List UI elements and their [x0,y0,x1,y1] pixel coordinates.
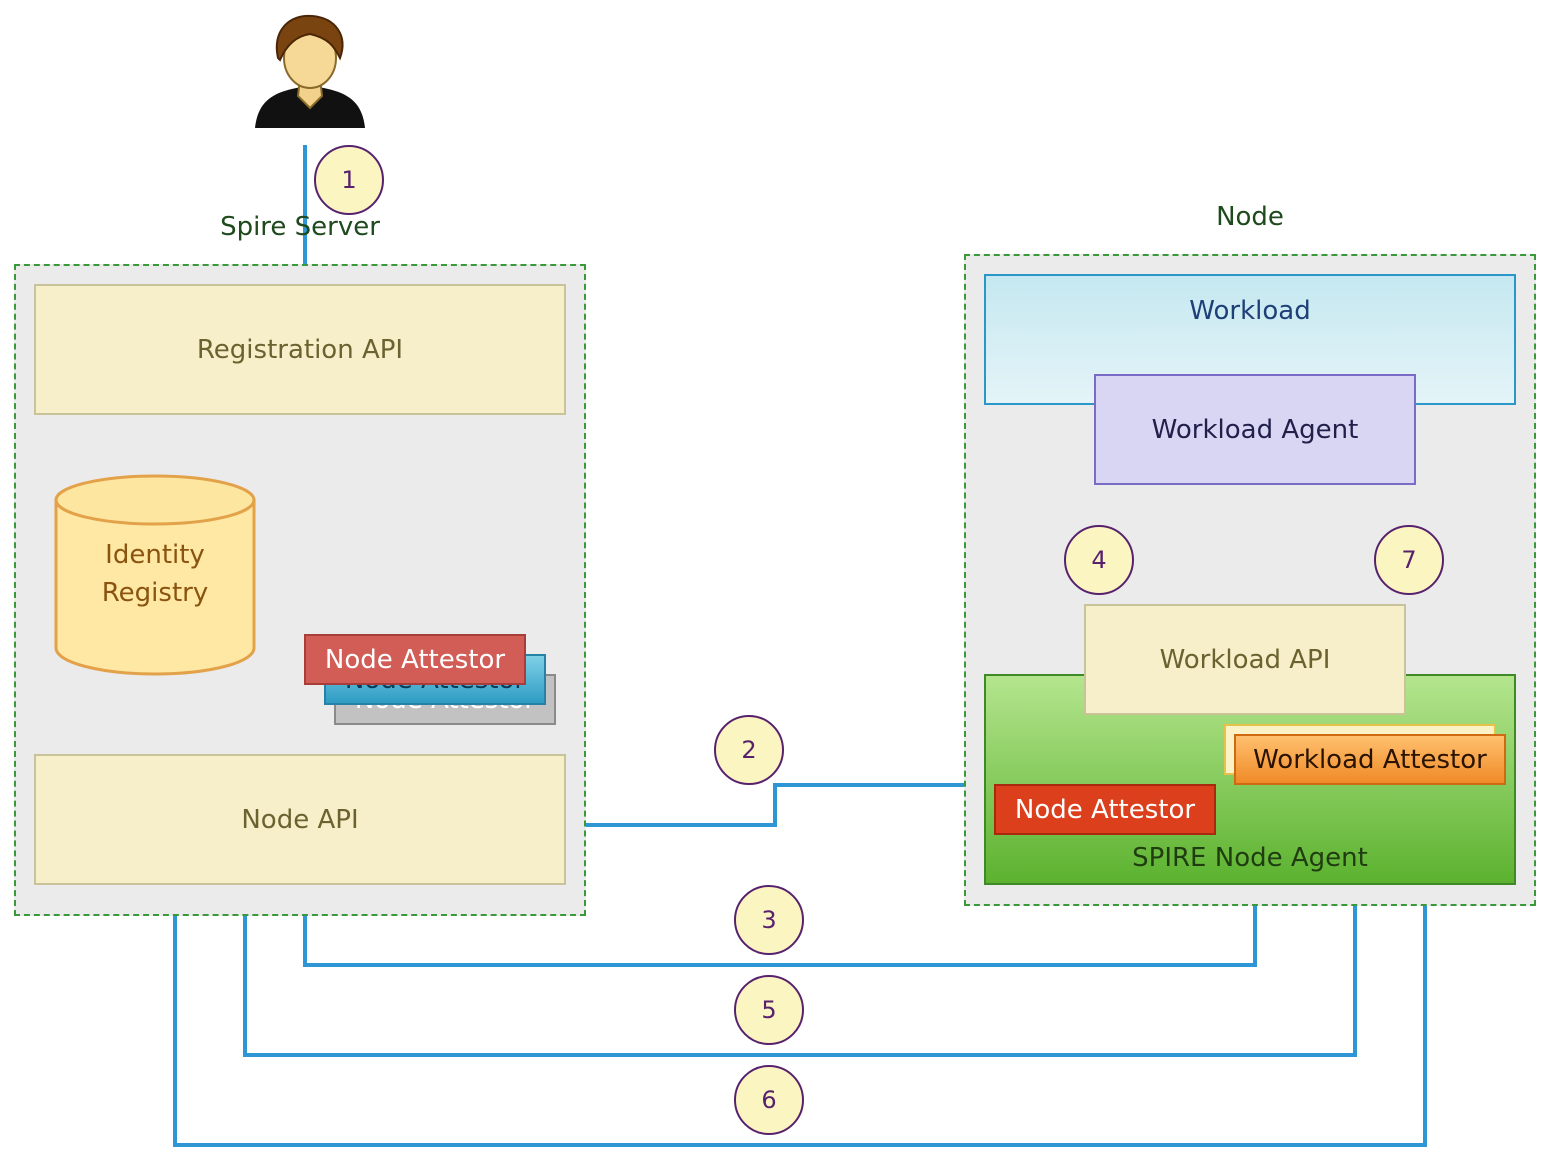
step-5-marker: 5 [734,975,804,1045]
step-4-marker: 4 [1064,525,1134,595]
node-attestor-server[interactable]: Node Attestor [304,634,526,685]
workload-api[interactable]: Workload API [1084,604,1406,715]
step-6-marker: 6 [734,1065,804,1135]
identity-registry-line2: Registry [101,578,209,608]
node-attestor-agent[interactable]: Node Attestor [994,784,1216,835]
identity-registry-line1: Identity [105,540,205,570]
user-icon [255,14,365,128]
registration-api[interactable]: Registration API [34,284,566,415]
step-1-marker: 1 [314,145,384,215]
database-icon [54,474,256,676]
spire-server-title: Spire Server [220,212,380,242]
arrow-step-2 [562,783,985,834]
step-3-marker: 3 [734,885,804,955]
step-7-marker: 7 [1374,525,1444,595]
step-2-marker: 2 [714,715,784,785]
identity-registry[interactable]: Identity Registry [52,536,258,612]
node-api[interactable]: Node API [34,754,566,885]
workload-attestor[interactable]: Workload Attestor [1234,734,1506,785]
arrow-step-5 [236,885,1357,1057]
workload-agent[interactable]: Workload Agent [1094,374,1416,485]
node-title: Node [1216,202,1284,232]
arrow-step-6 [173,885,1434,1147]
arrow-step-3 [303,885,1264,967]
